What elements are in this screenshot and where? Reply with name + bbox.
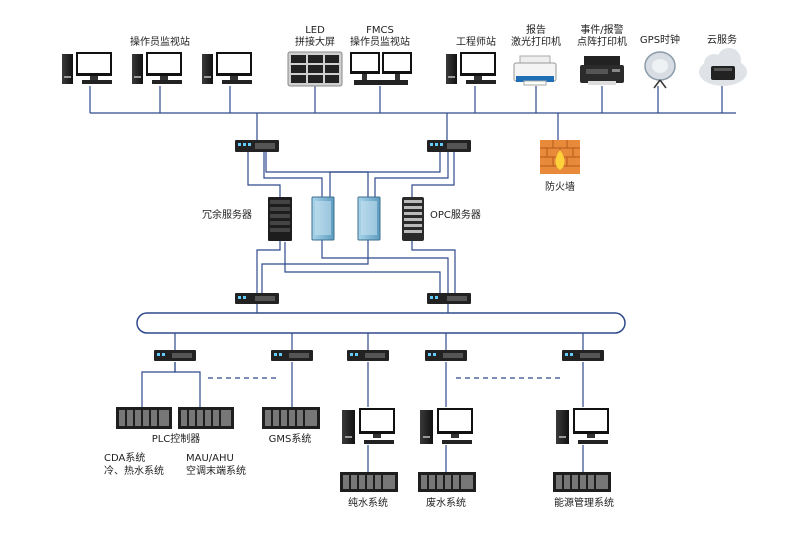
plc-controller-2-icon [178,407,234,429]
fmcs-label-line1: FMCS [366,25,394,36]
gms-label: GMS系统 [268,434,312,445]
cda-label-line2: 冷、热水系统 [104,466,164,477]
cloud-service-icon [699,48,747,86]
field-switch-plc [154,350,196,361]
energy-controller-icon [553,472,611,492]
fmcs-label-line2: 操作员监视站 [350,37,410,48]
pure-water-label: 纯水系统 [348,498,388,509]
gps-label: GPS时钟 [639,35,681,46]
led-label-line2: 拼接大屏 [295,37,335,48]
blue-server-2-icon [357,196,381,241]
mau-label-line1: MAU/AHU [186,453,234,464]
plc-label: PLC控制器 [151,434,201,445]
led-label-line1: LED [305,25,325,36]
opc-server-label: OPC服务器 [430,210,481,221]
ring-network-bus [136,312,626,334]
led-video-wall-icon [287,51,343,87]
redundant-server-label: 冗余服务器 [202,210,252,221]
pure-water-controller-icon [340,472,398,492]
ring-switch-left [235,293,279,304]
energy-label: 能源管理系统 [554,498,614,509]
connection-lines [89,86,736,472]
redundant-server-icon [268,197,292,241]
operator-workstation-1 [62,52,112,84]
dot-printer-label-line2: 点阵打印机 [577,37,627,48]
blue-server-1-icon [311,196,335,241]
cloud-label: 云服务 [707,35,737,46]
gps-clock-icon [644,51,676,89]
ring-switch-right [427,293,471,304]
dot-matrix-printer-icon [580,56,624,85]
operator-workstation-3 [202,52,252,84]
operator-monitor-label: 操作员监视站 [130,37,190,48]
energy-workstation [556,408,609,444]
dot-printer-label-line1: 事件/报警 [580,25,624,36]
field-switch-waste-water [425,350,467,361]
mau-label-line2: 空调末端系统 [186,466,246,477]
core-switch-right [427,140,471,152]
cda-label-line1: CDA系统 [104,453,146,464]
operator-workstation-2 [132,52,182,84]
engineer-label: 工程师站 [456,37,496,48]
field-switch-energy [562,350,604,361]
waste-water-workstation [420,408,473,444]
waste-water-label: 废水系统 [426,498,466,509]
gms-controller-icon [262,407,320,429]
field-switch-gms [271,350,313,361]
firewall-label: 防火墙 [545,182,575,193]
field-switch-pure-water [347,350,389,361]
fmcs-workstation-icon [350,52,412,85]
pure-water-workstation [342,408,395,444]
plc-controller-1-icon [116,407,172,429]
engineer-workstation [446,52,496,84]
firewall-icon [540,140,580,174]
laser-printer-icon [513,55,557,86]
laser-printer-label-line1: 报告 [526,25,546,36]
laser-printer-label-line2: 激光打印机 [511,37,561,48]
core-switch-left [235,140,279,152]
opc-server-icon [402,197,424,241]
waste-water-controller-icon [418,472,476,492]
